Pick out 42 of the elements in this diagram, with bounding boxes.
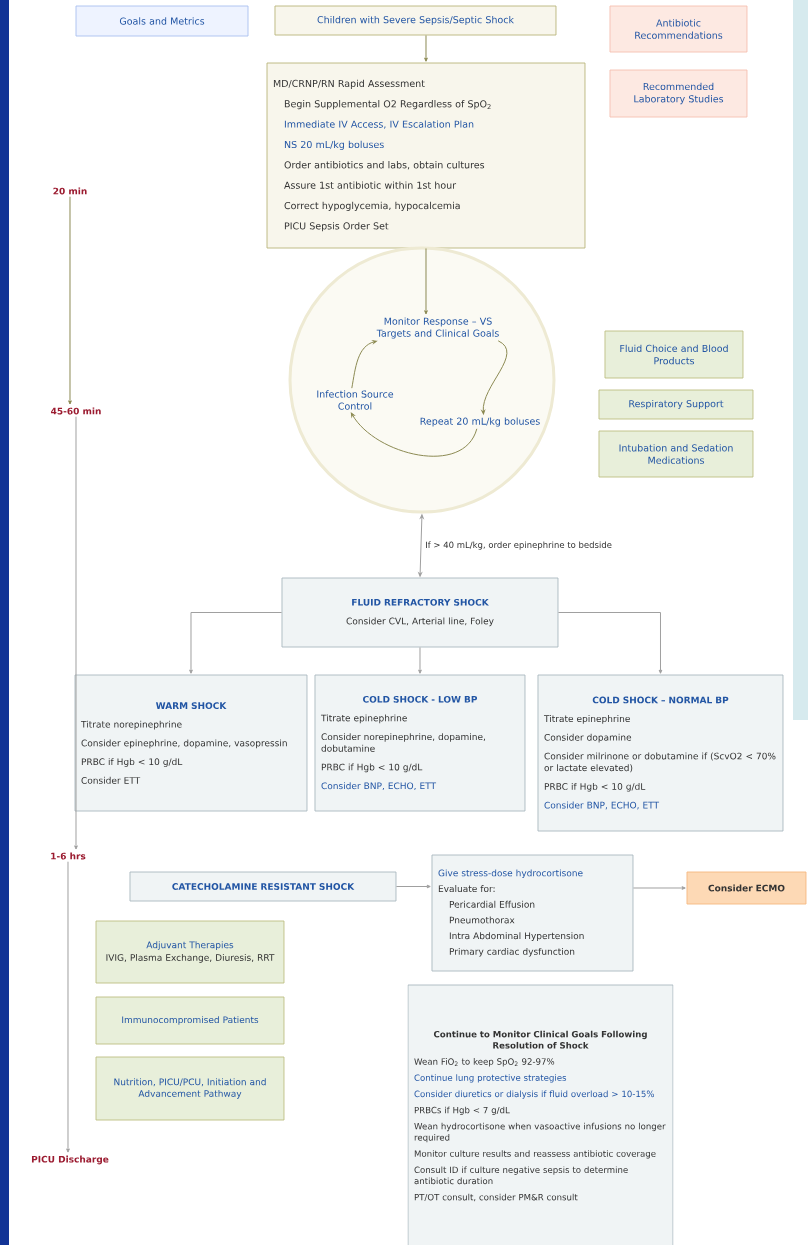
arrow bbox=[418, 646, 422, 674]
timeline-label: 45-60 min bbox=[51, 407, 101, 415]
arrow bbox=[350, 412, 478, 457]
edge-label: If > 40 mL/kg, order epinephrine to bedside bbox=[424, 540, 613, 551]
timeline-label: 20 min bbox=[53, 187, 87, 195]
arrow bbox=[424, 247, 428, 315]
arrow bbox=[351, 340, 378, 389]
cycle-step-text: Monitor Response – VS Targets and Clinical Goals bbox=[376, 317, 499, 339]
timeline-arrow bbox=[74, 416, 78, 850]
arrow bbox=[632, 886, 686, 890]
timeline-label: 1-6 hrs bbox=[51, 852, 86, 860]
process-box: COLD SHOCK - LOW BP Titrate epinephrine Consider norepinephrine, dopamine, dobutamine PRBC if Hgb < 10 g/dL Consider BNP, ECHO, ETT bbox=[314, 674, 526, 812]
arrow bbox=[557, 612, 663, 674]
process-box: COLD SHOCK – NORMAL BP Titrate epinephrine Consider dopamine Consider milrinone or dobutamine if (ScvO2 < 70% or lactate elevated) PRBC if Hgb < 10 g/dL Consider BNP, ECHO, ETT bbox=[537, 674, 784, 832]
process-box: FLUID REFRACTORY SHOCK Consider CVL, Arterial line, Foley bbox=[281, 577, 559, 648]
start-box: Children with Severe Sepsis/Septic Shock bbox=[274, 5, 557, 36]
link-box: Fluid Choice and Blood Products bbox=[604, 330, 744, 379]
link-box: Antibiotic Recommendations bbox=[609, 5, 748, 53]
process-box: Give stress-dose hydrocortisone Evaluate for: Pericardial Effusion Pneumothorax Intra Abdominal Hypertension Primary cardiac dysfunction bbox=[431, 854, 634, 972]
ecmo-box: Consider ECMO bbox=[686, 871, 807, 905]
arrow bbox=[424, 34, 428, 62]
arrow bbox=[189, 612, 283, 674]
cycle-circle bbox=[288, 246, 556, 514]
link-box: Adjuvant Therapies IVIG, Plasma Exchange, Diuresis, RRT bbox=[95, 920, 285, 984]
cycle-step-text: Infection Source Control bbox=[317, 390, 394, 410]
cycle-step-text: Repeat 20 mL/kg boluses bbox=[420, 417, 540, 427]
link-box: Nutrition, PICU/PCU, Initiation and Advancement Pathway bbox=[95, 1056, 285, 1121]
timeline-arrow bbox=[68, 196, 72, 405]
process-box: Continue to Monitor Clinical Goals Following Resolution of Shock Wean FiO$_{2}$ to keep SpO$_{2}$ 92-97% Continue lung protective strategies Consider diuretics or dialysis if fluid overload > 10-15% PRBCs if Hgb < 7 g/dL Wean hydrocortisone when vasoactive infusions no longer required Monitor culture results and reassess antibiotic coverage Consult ID if culture negative sepsis to determine antibiotic duration PT/OT consult, consider PM&R consult bbox=[407, 984, 674, 1245]
link-box: Immunocompromised Patients bbox=[95, 996, 285, 1045]
process-box: WARM SHOCK Titrate norepinephrine Consider epinephrine, dopamine, vasopressin PRBC if Hgb < 10 g/dL Consider ETT bbox=[74, 674, 308, 812]
arrow bbox=[418, 514, 424, 577]
timeline-arrow bbox=[66, 861, 70, 1153]
link-box: Intubation and Sedation Medications bbox=[598, 430, 754, 478]
link-box: Recommended Laboratory Studies bbox=[609, 69, 748, 118]
timeline-label: PICU Discharge bbox=[32, 1155, 109, 1165]
assessment-box: MD/CRNP/RN Rapid Assessment Begin Supplemental O2 Regardless of SpO$_{2}$ Immediate IV Access, IV Escalation Plan NS 20 mL/kg boluses Order antibiotics and labs, obtain cultures Assure 1st antibiotic within 1st hour Correct hypoglycemia, hypocalcemia PICU Sepsis Order Set bbox=[266, 62, 586, 249]
arrow bbox=[481, 340, 508, 415]
link-box: Goals and Metrics bbox=[75, 5, 249, 37]
link-box: Respiratory Support bbox=[598, 389, 754, 420]
arrow bbox=[395, 884, 431, 889]
process-box: CATECHOLAMINE RESISTANT SHOCK bbox=[129, 871, 397, 902]
